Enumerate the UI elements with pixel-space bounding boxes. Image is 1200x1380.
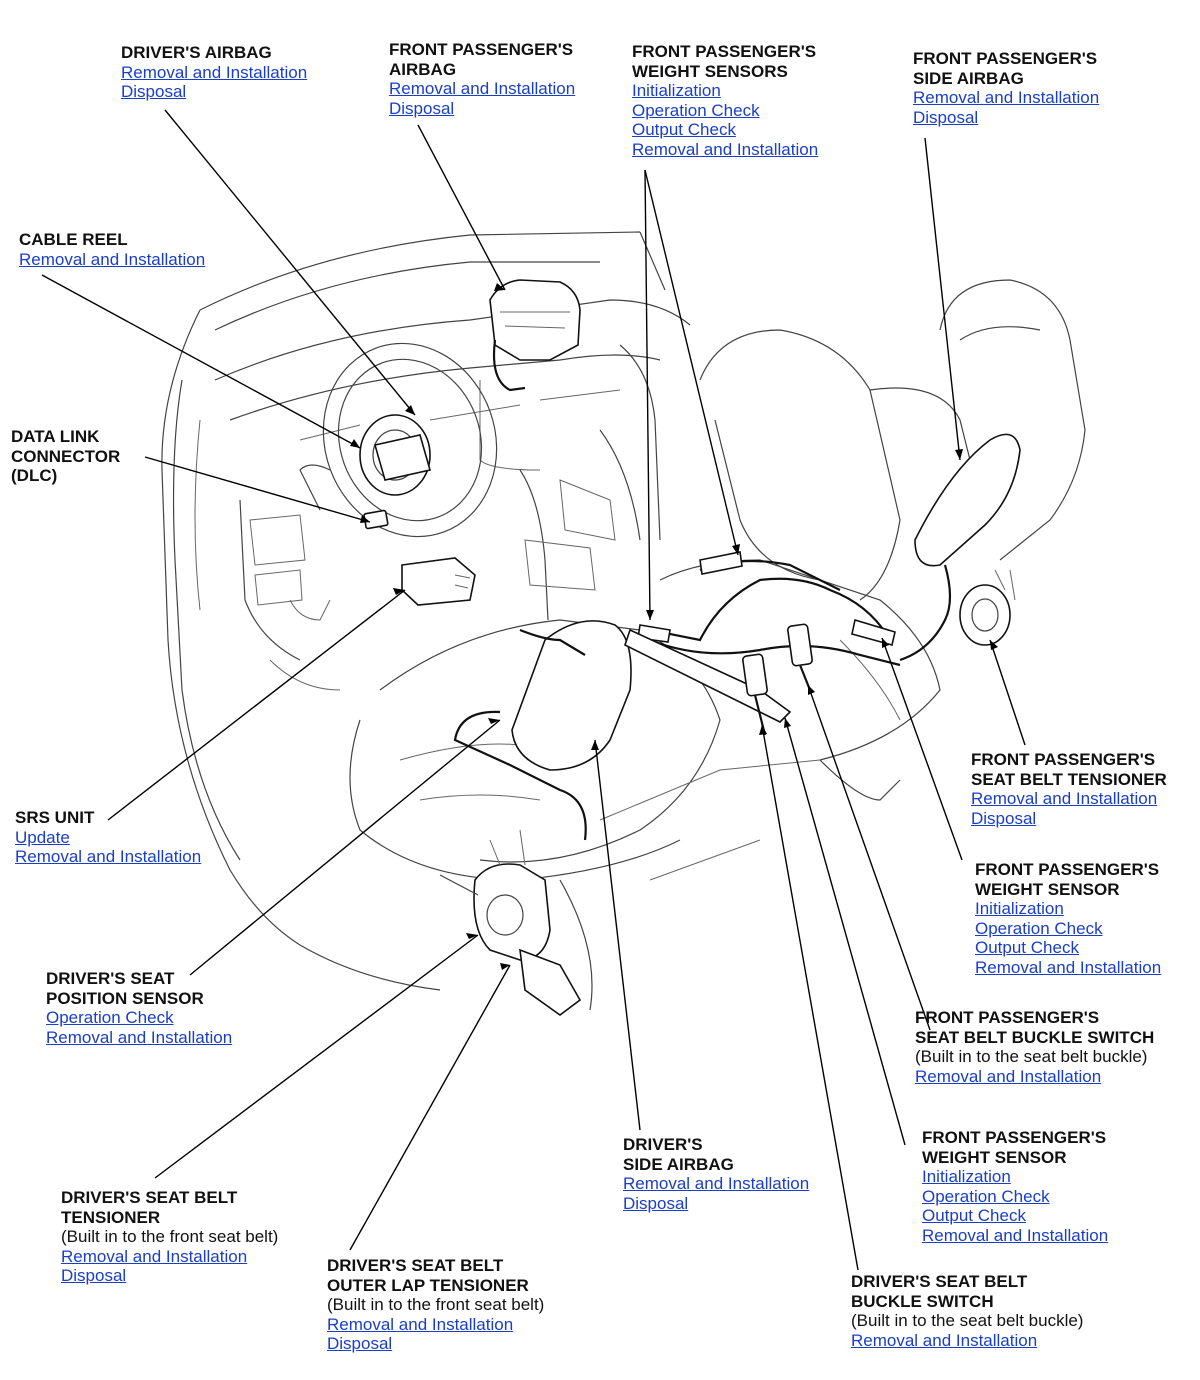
srs-unit-part <box>401 557 476 606</box>
operation-check-link[interactable]: Operation Check <box>632 100 760 120</box>
output-check-link[interactable]: Output Check <box>975 938 1079 957</box>
callout-title-line: SIDE AIRBAG <box>913 68 1024 88</box>
removal-and-installation-link[interactable]: Removal and Installation <box>632 139 819 159</box>
removal-and-installation-link[interactable]: Removal and Installation <box>922 1225 1109 1245</box>
callout-title-line: POSITION SENSOR <box>46 988 204 1008</box>
removal-and-installation-link[interactable]: Removal and Installation <box>389 79 576 98</box>
callout-title-line: WEIGHT SENSOR <box>975 879 1120 899</box>
removal-and-installation-link[interactable]: Removal and Installation <box>327 1314 514 1334</box>
removal-and-installation-link[interactable]: Removal and Installation <box>61 1246 248 1266</box>
vehicle-interior-sketch <box>161 231 1086 1011</box>
callout-title-line: DRIVER'S AIRBAG <box>121 43 272 62</box>
initialization-link[interactable]: Initialization <box>975 899 1064 918</box>
callout-title-line: TENSIONER <box>61 1207 161 1227</box>
passenger-tensioner-part <box>959 584 1011 646</box>
drivers-buckle-part <box>742 653 768 697</box>
callout-note: (Built in to the front seat belt) <box>61 1227 279 1246</box>
disposal-link[interactable]: Disposal <box>913 107 979 127</box>
callout-title-line: DRIVER'S SEAT <box>46 969 175 988</box>
operation-check-link[interactable]: Operation Check <box>975 918 1103 938</box>
callout-note: (Built in to the seat belt buckle) <box>851 1311 1084 1330</box>
callout-title-line: FRONT PASSENGER'S <box>913 49 1098 68</box>
initialization-link[interactable]: Initialization <box>632 81 721 100</box>
callout-title-line: FRONT PASSENGER'S <box>975 860 1160 879</box>
initialization-link[interactable]: Initialization <box>922 1167 1011 1186</box>
callout-note: (Built in to the front seat belt) <box>327 1295 545 1314</box>
operation-check-link[interactable]: Operation Check <box>922 1186 1050 1206</box>
removal-and-installation-link[interactable]: Removal and Installation <box>46 1027 233 1047</box>
callout-title-line: WEIGHT SENSORS <box>632 61 788 81</box>
disposal-link[interactable]: Disposal <box>623 1193 689 1213</box>
removal-and-installation-link[interactable]: Removal and Installation <box>851 1330 1038 1350</box>
removal-and-installation-link[interactable]: Removal and Installation <box>971 789 1158 808</box>
dlc-part <box>363 509 389 530</box>
callout-title-line: OUTER LAP TENSIONER <box>327 1275 529 1295</box>
callout-title-line: SEAT BELT TENSIONER <box>971 769 1167 789</box>
callout-title-line: CABLE REEL <box>19 230 128 249</box>
update-link[interactable]: Update <box>15 827 70 847</box>
callout-title-line: BUCKLE SWITCH <box>851 1291 994 1311</box>
output-check-link[interactable]: Output Check <box>632 120 736 139</box>
removal-and-installation-link[interactable]: Removal and Installation <box>975 957 1162 977</box>
callout-title-line: FRONT PASSENGER'S <box>389 40 574 59</box>
removal-and-installation-link[interactable]: Removal and Installation <box>15 847 202 866</box>
callout-title-line: FRONT PASSENGER'S <box>632 42 817 61</box>
callout-title-line: AIRBAG <box>389 59 457 79</box>
removal-and-installation-link[interactable]: Removal and Installation <box>121 62 308 82</box>
callout-title-line: SEAT BELT BUCKLE SWITCH <box>915 1027 1155 1047</box>
disposal-link[interactable]: Disposal <box>971 808 1037 828</box>
disposal-link[interactable]: Disposal <box>121 82 187 101</box>
disposal-link[interactable]: Disposal <box>61 1266 127 1285</box>
drivers-tensioner-part <box>473 863 551 961</box>
callout-title-line: SIDE AIRBAG <box>623 1154 734 1174</box>
callout-title-line: DRIVER'S SEAT BELT <box>61 1188 238 1207</box>
disposal-link[interactable]: Disposal <box>389 98 455 118</box>
leader-lines <box>41 109 1026 1271</box>
callout-title-line: DRIVER'S SEAT BELT <box>327 1256 504 1275</box>
passenger-buckle-part <box>787 623 813 667</box>
callout-title-line: FRONT PASSENGER'S <box>971 750 1156 769</box>
removal-and-installation-link[interactable]: Removal and Installation <box>915 1066 1102 1086</box>
removal-and-installation-link[interactable]: Removal and Installation <box>913 88 1100 107</box>
output-check-link[interactable]: Output Check <box>922 1206 1026 1225</box>
callout-title-line: DRIVER'S <box>623 1135 703 1154</box>
callout-title-line: SRS UNIT <box>15 808 95 827</box>
callout-title-line: CONNECTOR <box>11 446 121 466</box>
disposal-link[interactable]: Disposal <box>327 1334 393 1353</box>
removal-and-installation-link[interactable]: Removal and Installation <box>623 1174 810 1193</box>
callout-title-line: (DLC) <box>11 466 58 485</box>
passenger-side-airbag-part <box>914 433 1021 567</box>
callout-title-line: DRIVER'S SEAT BELT <box>851 1272 1028 1291</box>
callout-title-line: WEIGHT SENSOR <box>922 1147 1067 1167</box>
operation-check-link[interactable]: Operation Check <box>46 1008 174 1027</box>
removal-and-installation-link[interactable]: Removal and Installation <box>19 249 206 269</box>
callout-title-line: DATA LINK <box>11 427 100 446</box>
passenger-airbag-module <box>489 279 581 361</box>
callout-note: (Built in to the seat belt buckle) <box>915 1047 1148 1066</box>
callout-title-line: FRONT PASSENGER'S <box>922 1128 1107 1147</box>
component-parts <box>359 279 1021 1016</box>
callout-title-line: FRONT PASSENGER'S <box>915 1008 1100 1027</box>
drivers-side-airbag-part <box>511 620 632 771</box>
